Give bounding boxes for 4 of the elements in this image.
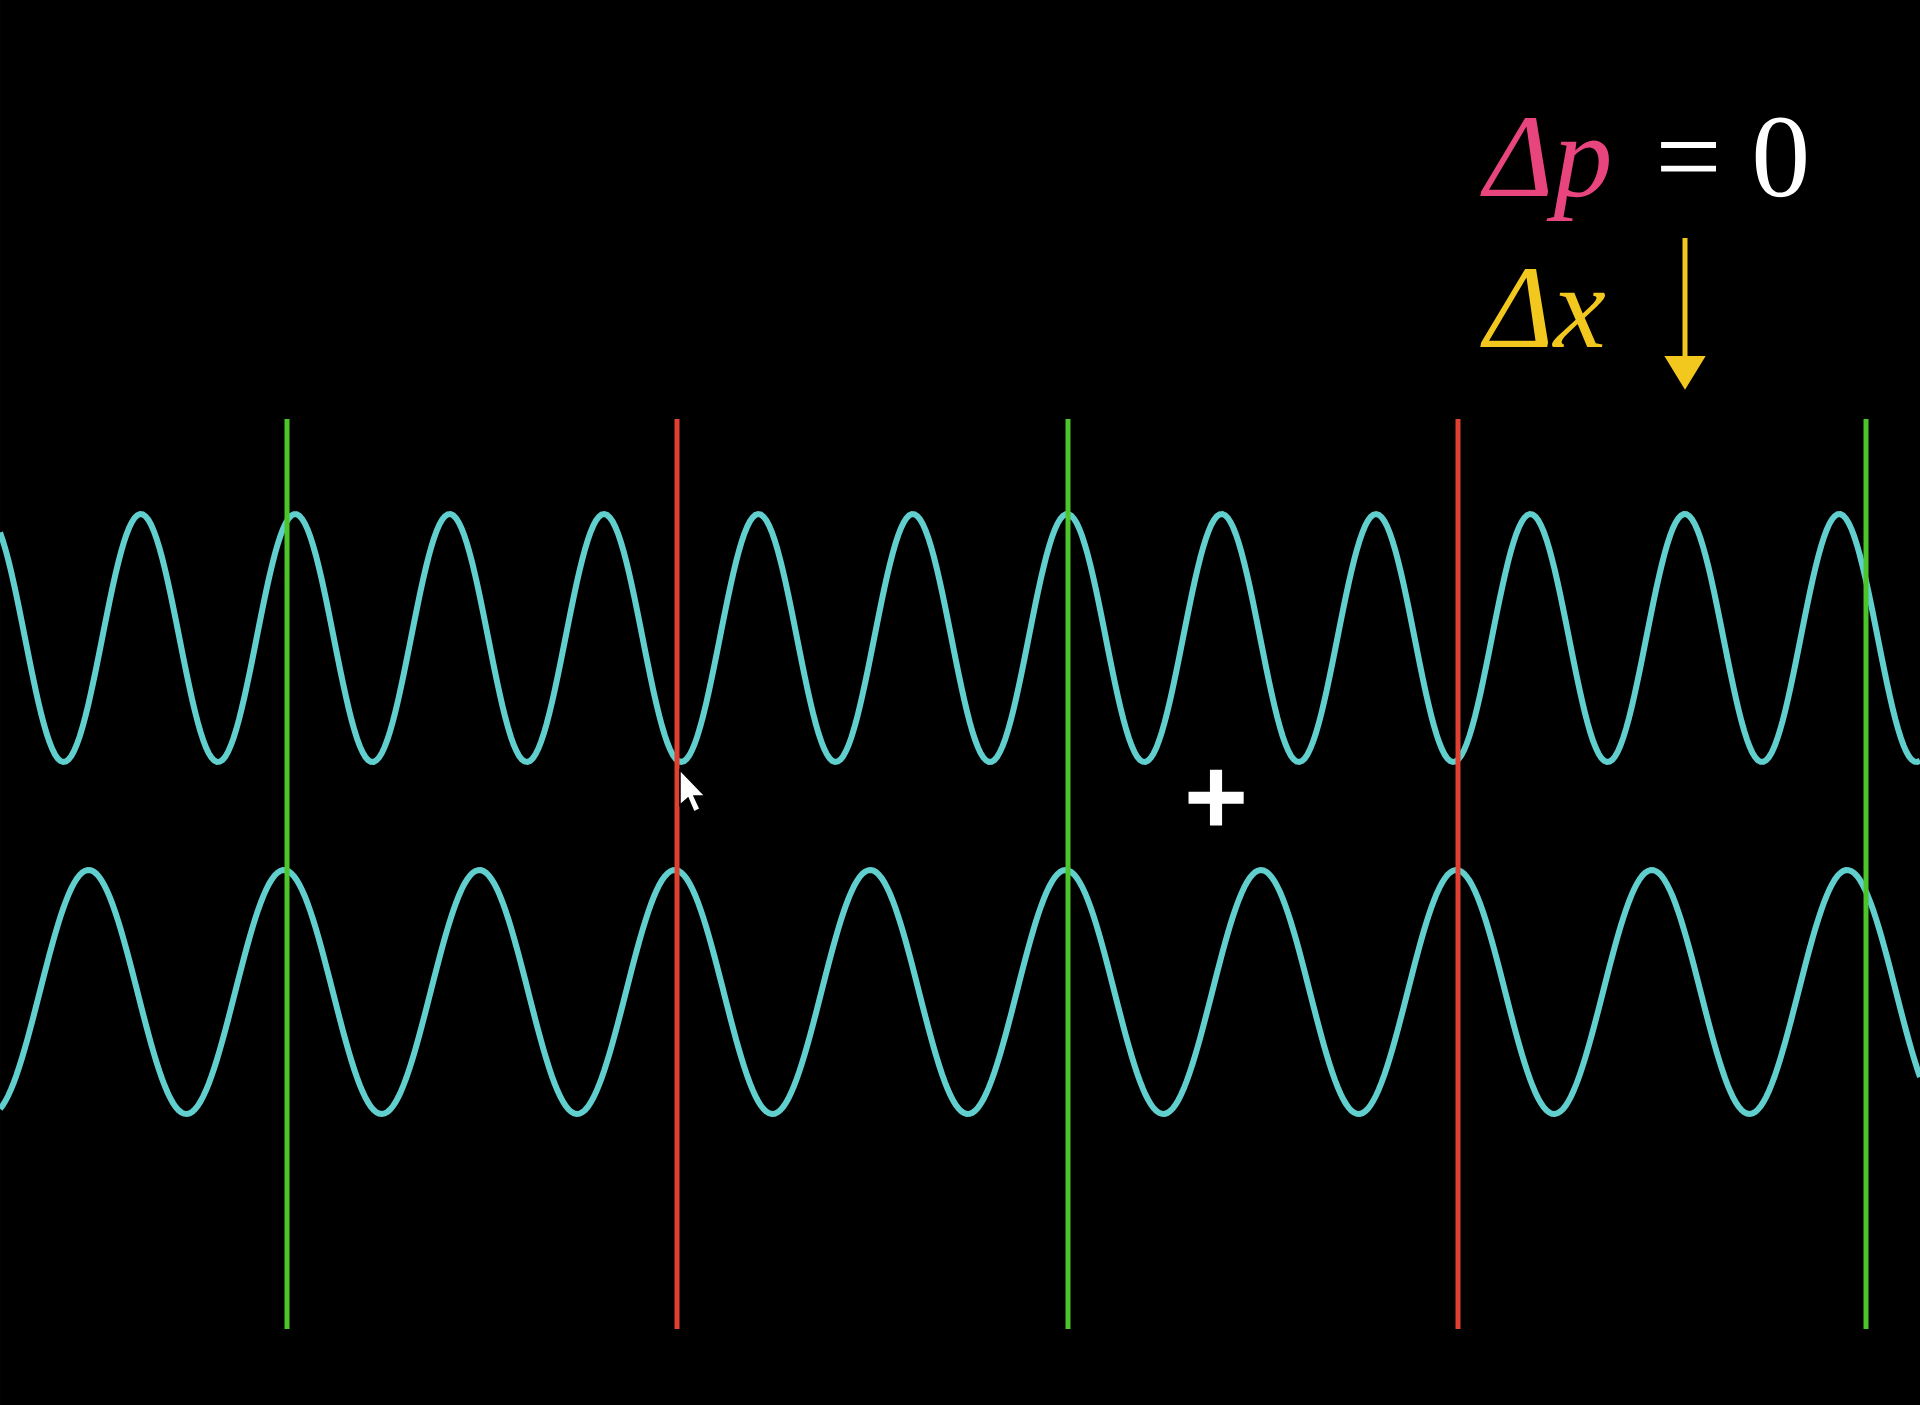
plus-sign: + [1188, 769, 1244, 826]
formula-text: Δp [1480, 118, 1609, 222]
formula-text: Δx [1480, 269, 1605, 347]
formula-text: = 0 [1661, 117, 1806, 198]
